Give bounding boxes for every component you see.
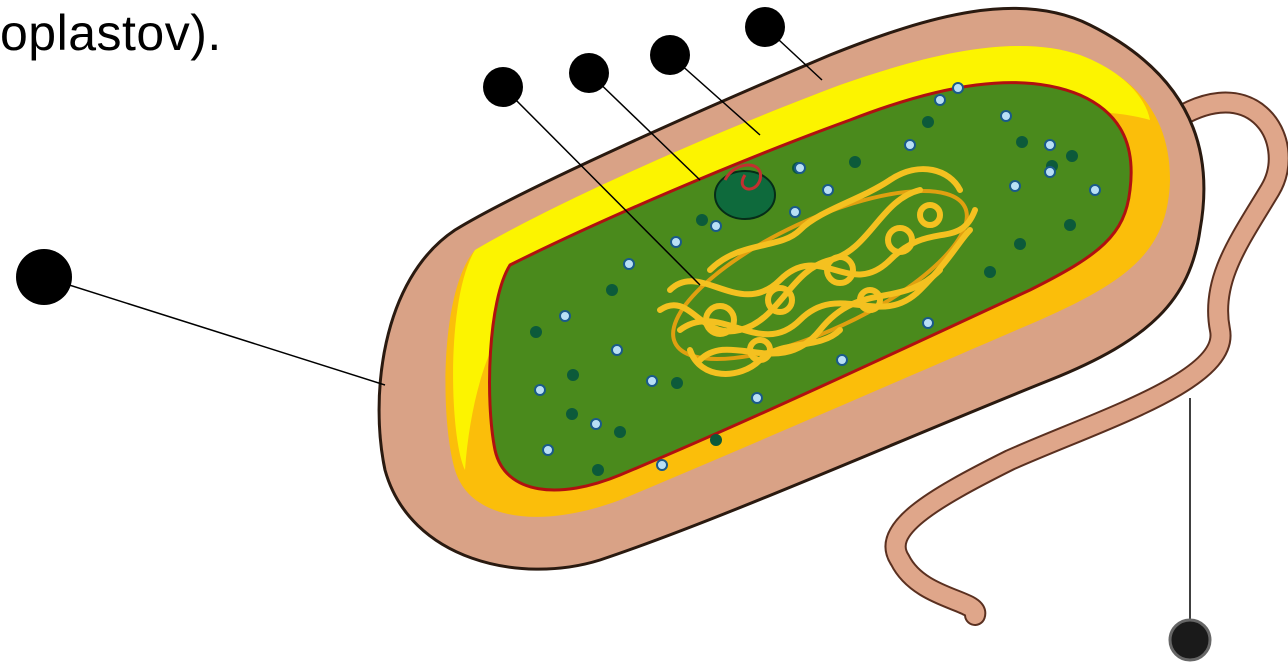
marker-membrane bbox=[650, 35, 690, 75]
leader-line-capsule bbox=[44, 277, 385, 385]
marker-capsule bbox=[16, 249, 72, 305]
marker-nucleoid bbox=[483, 67, 523, 107]
marker-cell-wall bbox=[745, 7, 785, 47]
marker-cytoplasm bbox=[569, 53, 609, 93]
marker-flagellum bbox=[1170, 620, 1210, 660]
